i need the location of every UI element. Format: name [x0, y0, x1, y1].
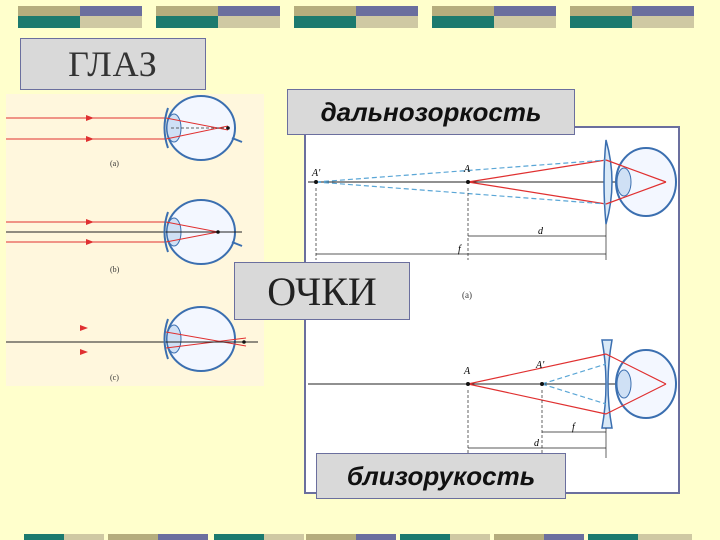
point-a-prime-bottom: A' — [535, 360, 545, 371]
myopia-label: близорукость — [316, 453, 566, 499]
point-a-bottom: A — [463, 366, 471, 377]
myopia-diagram: A A' f d — [308, 339, 677, 458]
correction-svg: A' A d f (a) — [308, 139, 677, 458]
deco-block — [156, 6, 280, 28]
deco-block — [570, 6, 694, 28]
eye-case-c: (c) — [6, 306, 258, 382]
deco-block — [294, 6, 418, 28]
dim-f-top: f — [458, 244, 462, 255]
dim-d-top: d — [538, 226, 544, 237]
case-b-label: (b) — [110, 265, 120, 274]
bottom-decoration — [0, 530, 720, 540]
glasses-label: ОЧКИ — [234, 262, 410, 320]
eye-diagrams-svg: (a) (b) — [6, 95, 258, 382]
point-a-prime-top: A' — [311, 168, 321, 179]
eye-case-a: (a) — [6, 95, 243, 168]
dim-d-bottom: d — [534, 438, 540, 449]
hyperopia-label: дальнозоркость — [287, 89, 575, 135]
case-c-label: (c) — [110, 373, 119, 382]
eye-diagrams-panel: (a) (b) — [6, 94, 264, 386]
deco-block — [18, 6, 142, 28]
point-a-top: A — [463, 164, 471, 175]
dim-f-bottom: f — [572, 422, 576, 433]
deco-block — [432, 6, 556, 28]
caption-top: (a) — [462, 290, 472, 300]
eye-case-b: (b) — [6, 199, 243, 274]
hyperopia-diagram: A' A d f (a) — [308, 139, 677, 300]
page-title: ГЛАЗ — [20, 38, 206, 90]
case-a-label: (a) — [110, 159, 119, 168]
